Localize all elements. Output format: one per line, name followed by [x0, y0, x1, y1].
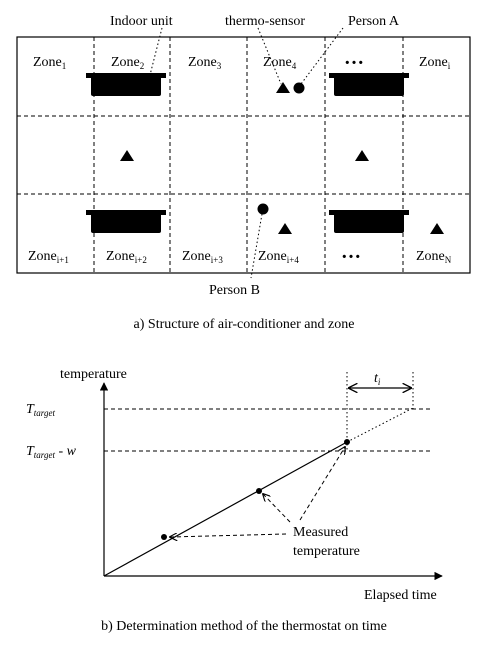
ellipsis-bottom: …	[341, 241, 361, 263]
person-b-icon	[257, 203, 269, 215]
thermo-sensor-label: thermo-sensor	[225, 14, 305, 29]
t-i-label: ti	[374, 371, 381, 387]
zone-label-i-plus-4: Zonei+4	[258, 249, 299, 265]
person-a-label: Person A	[348, 14, 400, 29]
zone-label-i-plus-1: Zonei+1	[28, 249, 69, 265]
y-axis-label: temperature	[60, 367, 127, 382]
measured-point	[344, 439, 350, 445]
thermostat-diagram: temperature Elapsed time Ttarget Ttarget…	[26, 367, 443, 634]
zone-label-i-plus-3: Zonei+3	[182, 249, 223, 265]
ellipsis-top: …	[344, 47, 364, 69]
indoor-unit-icon	[329, 73, 409, 96]
person-b-leader	[250, 213, 263, 279]
zone-label-3: Zone3	[188, 55, 222, 71]
thermo-sensor-icon	[278, 223, 292, 234]
zone-label-n: ZoneN	[416, 249, 452, 265]
caption-b: b) Determination method of the thermosta…	[101, 619, 387, 634]
measured-pointer-arrow	[299, 447, 345, 521]
thermo-sensor-icon	[120, 150, 134, 161]
t-target-label: Ttarget	[26, 402, 55, 418]
thermo-sensor-icon	[430, 223, 444, 234]
measured-point	[256, 488, 262, 494]
zone-outer-border	[16, 36, 471, 274]
measured-label-line2: temperature	[293, 544, 360, 559]
measured-label-line1: Measured	[293, 525, 348, 540]
temperature-extrapolation	[346, 407, 414, 443]
indoor-unit-icon	[329, 210, 409, 233]
x-axis-label: Elapsed time	[364, 588, 437, 603]
zone-label-2: Zone2	[111, 55, 144, 71]
measured-pointer-arrow	[170, 534, 287, 537]
indoor-unit-icon	[86, 210, 166, 233]
measured-point	[161, 534, 167, 540]
caption-a: a) Structure of air-conditioner and zone	[134, 317, 355, 332]
indoor-unit-leader	[149, 27, 163, 76]
t-target-w-label: Ttarget - w	[26, 444, 77, 460]
indoor-unit-icon	[86, 73, 166, 96]
indoor-unit-label: Indoor unit	[110, 14, 173, 29]
thermo-sensor-icon	[276, 82, 290, 93]
person-b-label: Person B	[209, 283, 260, 298]
thermo-sensor-icon	[355, 150, 369, 161]
person-a-icon	[293, 82, 305, 94]
temperature-trend-line	[103, 441, 348, 577]
zone-label-i: Zonei	[419, 55, 451, 71]
zone-label-i-plus-2: Zonei+2	[106, 249, 147, 265]
measured-pointer-arrow	[263, 494, 291, 523]
zone-label-1: Zone1	[33, 55, 66, 71]
zone-diagram: Zone1 Zone2 Zone3 Zone4 Zonei … Zonei+1 …	[16, 14, 471, 332]
zone-label-4: Zone4	[263, 55, 297, 71]
